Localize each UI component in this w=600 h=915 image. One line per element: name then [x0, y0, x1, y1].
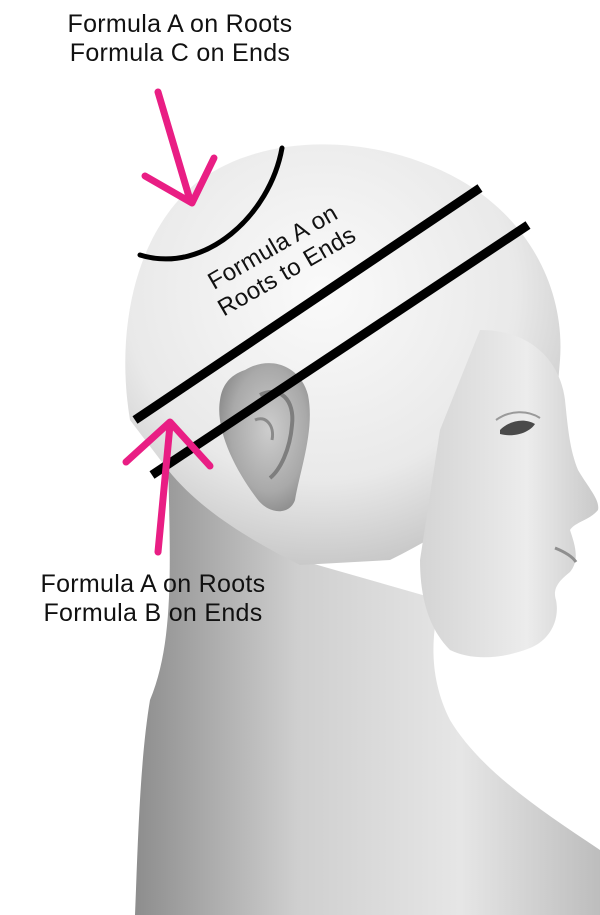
nape-formula-line-2: Formula B on Ends: [0, 599, 306, 628]
nape-formula-label: Formula A on Roots Formula B on Ends: [0, 570, 306, 628]
crown-formula-label: Formula A on Roots Formula C on Ends: [20, 10, 340, 68]
nape-formula-line-1: Formula A on Roots: [0, 570, 306, 599]
arrow-down-right-icon: [145, 92, 214, 203]
crown-formula-line-2: Formula C on Ends: [20, 39, 340, 68]
crown-formula-line-1: Formula A on Roots: [20, 10, 340, 39]
